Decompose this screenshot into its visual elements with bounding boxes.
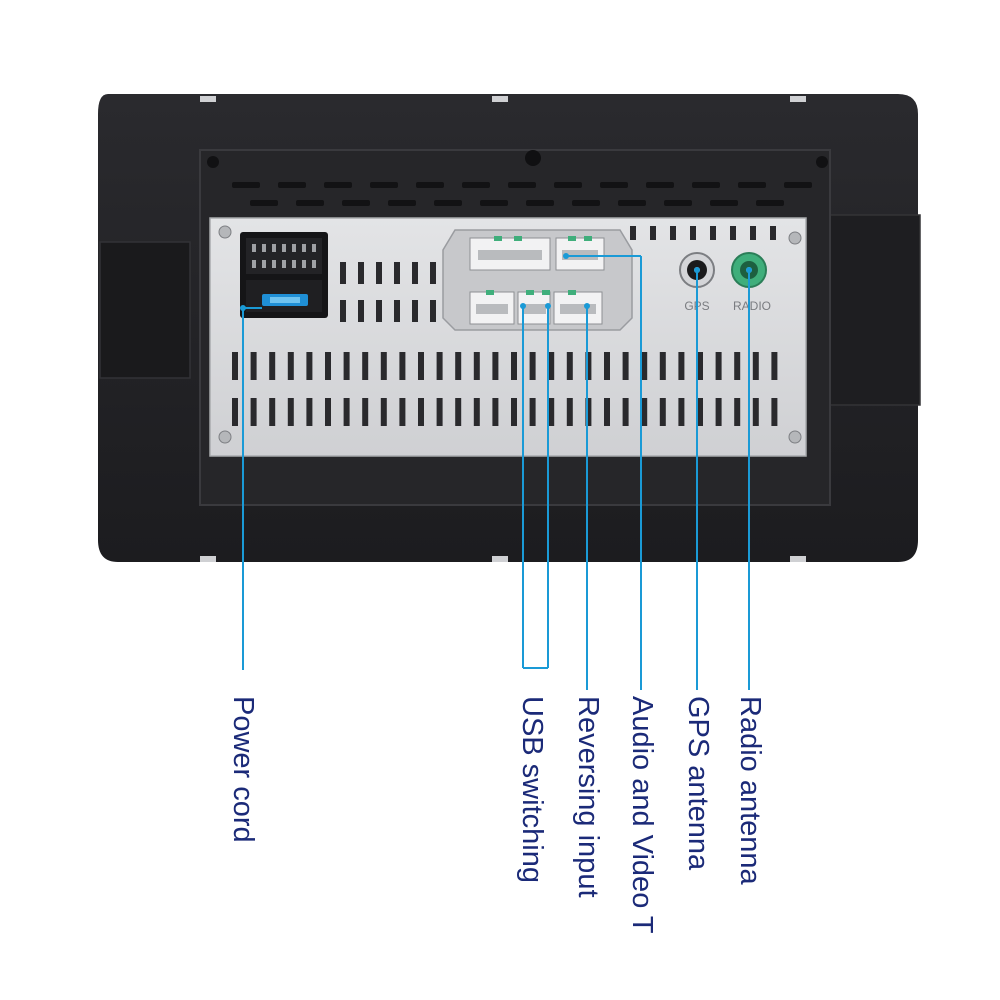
label-audio-video: Audio and Video T [626, 696, 658, 934]
plate-vent-slots [232, 182, 812, 206]
chassis-vent-slots [232, 226, 778, 426]
plate-screw [816, 156, 828, 168]
frame-clips [200, 96, 806, 562]
label-reversing-input: Reversing input [572, 696, 604, 898]
label-usb-switching: USB switching [516, 696, 548, 883]
left-mount-tab [99, 241, 191, 379]
radio-marking: RADIO [733, 299, 771, 313]
label-power-cord: Power cord [227, 696, 259, 843]
power-connector [240, 232, 328, 318]
label-radio-antenna: Radio antenna [734, 696, 766, 885]
plate-screw [207, 156, 219, 168]
plate-hole [525, 150, 541, 166]
label-gps-antenna: GPS antenna [682, 696, 714, 871]
right-mount-tab [825, 214, 921, 406]
chassis-screws [218, 225, 802, 444]
callout-lines [242, 255, 750, 690]
connector-block [442, 229, 633, 331]
callout-dots [240, 253, 752, 311]
